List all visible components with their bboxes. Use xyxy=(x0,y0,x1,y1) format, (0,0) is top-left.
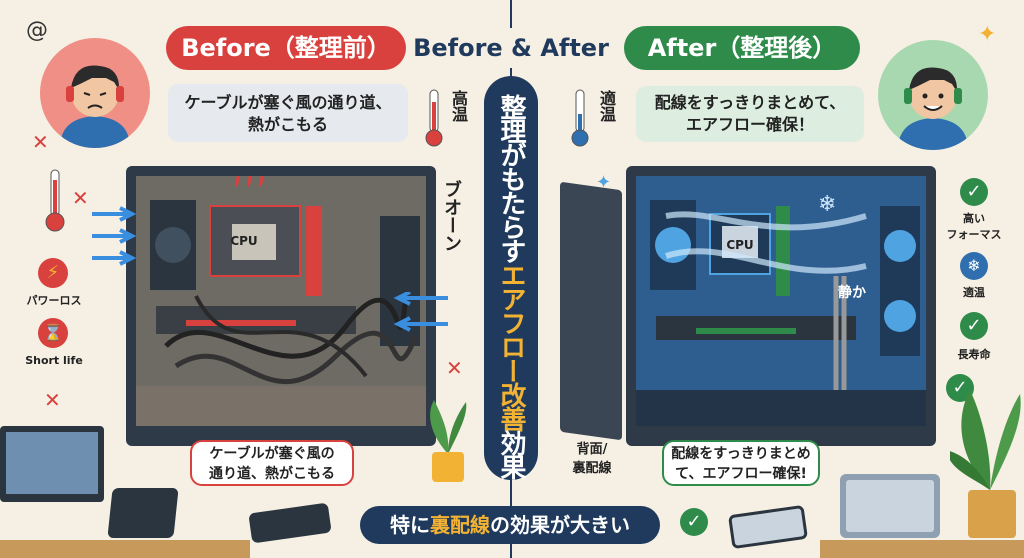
dizzy-icon: @ xyxy=(26,18,48,43)
thermometer-hot-small-icon xyxy=(44,168,66,236)
center-banner-text: 整理がもたらすエアフロー改善効果 xyxy=(494,94,528,478)
air-arrow-icon xyxy=(92,206,140,270)
laptop-screen xyxy=(846,480,934,532)
phone xyxy=(728,504,808,550)
center-banner xyxy=(484,76,538,480)
before-pc-case: CPU xyxy=(126,165,436,446)
footer-highlight: 裏配線 xyxy=(430,513,490,537)
before-noise-label: ブオーン xyxy=(441,180,462,252)
before-temp-label: 高温 xyxy=(449,90,468,122)
check-icon: ✓ xyxy=(960,178,988,206)
warning-label: Short life xyxy=(25,354,83,367)
before-bubble: ケーブルが塞ぐ風の通り道、 熱がこもる xyxy=(168,84,408,142)
benefit-label: 高い フォーマス xyxy=(946,212,1002,241)
sparkle-icon: ✦ xyxy=(978,22,997,47)
x-mark-icon: ✕ xyxy=(72,186,89,210)
x-mark-icon: ✕ xyxy=(44,388,61,412)
warning-hourglass: ⌛ xyxy=(38,318,68,348)
before-cpu-label: CPU xyxy=(230,234,258,248)
air-arrow-out-icon xyxy=(392,290,452,336)
sparkle-icon: ✦ xyxy=(596,172,612,193)
after-pc-case: CPU 静か xyxy=(626,166,936,446)
plant-left xyxy=(420,394,476,484)
after-quiet-label: 静か xyxy=(838,285,866,301)
banner-text-3: 効果 xyxy=(496,430,526,478)
desk-left xyxy=(0,540,250,558)
check-icon: ✓ xyxy=(680,508,708,536)
check-icon: ✓ xyxy=(960,312,988,340)
warning-label: パワーロス xyxy=(26,294,82,307)
before-callout: ケーブルが塞ぐ風の 通り道、熱がこもる xyxy=(190,440,354,486)
before-avatar xyxy=(40,38,150,148)
footer-text-2: の効果が大きい xyxy=(490,513,630,537)
lightning-icon: ⚡ xyxy=(46,262,60,283)
x-mark-icon: ✕ xyxy=(32,130,49,154)
footer-text-1: 特に xyxy=(390,513,430,537)
x-mark-icon: ✕ xyxy=(446,356,463,380)
after-case-window xyxy=(636,176,926,426)
banner-text-1: 整理がもたらす xyxy=(496,94,526,262)
before-case-window xyxy=(136,165,426,426)
before-pill: Before（整理前） xyxy=(166,26,406,70)
after-temp-label: 適温 xyxy=(597,90,616,122)
monitor xyxy=(0,426,104,502)
footer-banner: 特に裏配線の効果が大きい xyxy=(360,506,660,544)
after-pill: After（整理後） xyxy=(624,26,860,70)
tablet xyxy=(107,488,179,538)
banner-text-2: エアフロー改善 xyxy=(496,262,526,430)
benefit-label: 適温 xyxy=(963,286,985,299)
thermometer-cool-icon xyxy=(570,88,590,152)
after-callout: 配線をすっきりまとめ て、エアフロー確保! xyxy=(662,440,820,486)
phone xyxy=(248,502,332,544)
center-title: Before & After xyxy=(410,28,612,68)
warning-lightning: ⚡ xyxy=(38,258,68,288)
benefit-label: 長寿命 xyxy=(957,348,991,361)
desk-right xyxy=(820,540,1024,558)
plant-right xyxy=(946,380,1024,540)
after-bubble: 配線をすっきりまとめて、 エアフロー確保！ xyxy=(636,86,864,142)
back-panel-label: 背面/ 裏配線 xyxy=(572,442,612,476)
benefit-snowflake: ❄ xyxy=(960,252,988,280)
laptop xyxy=(840,474,940,538)
snowflake-icon: ❄ xyxy=(967,256,981,275)
after-avatar xyxy=(878,40,988,150)
after-back-panel xyxy=(560,181,622,441)
monitor-screen xyxy=(6,432,98,494)
hourglass-icon: ⌛ xyxy=(43,323,63,342)
snowflake-icon: ❄ xyxy=(818,192,837,217)
after-cpu-label: CPU xyxy=(726,238,754,252)
thermometer-hot-icon xyxy=(424,88,444,152)
